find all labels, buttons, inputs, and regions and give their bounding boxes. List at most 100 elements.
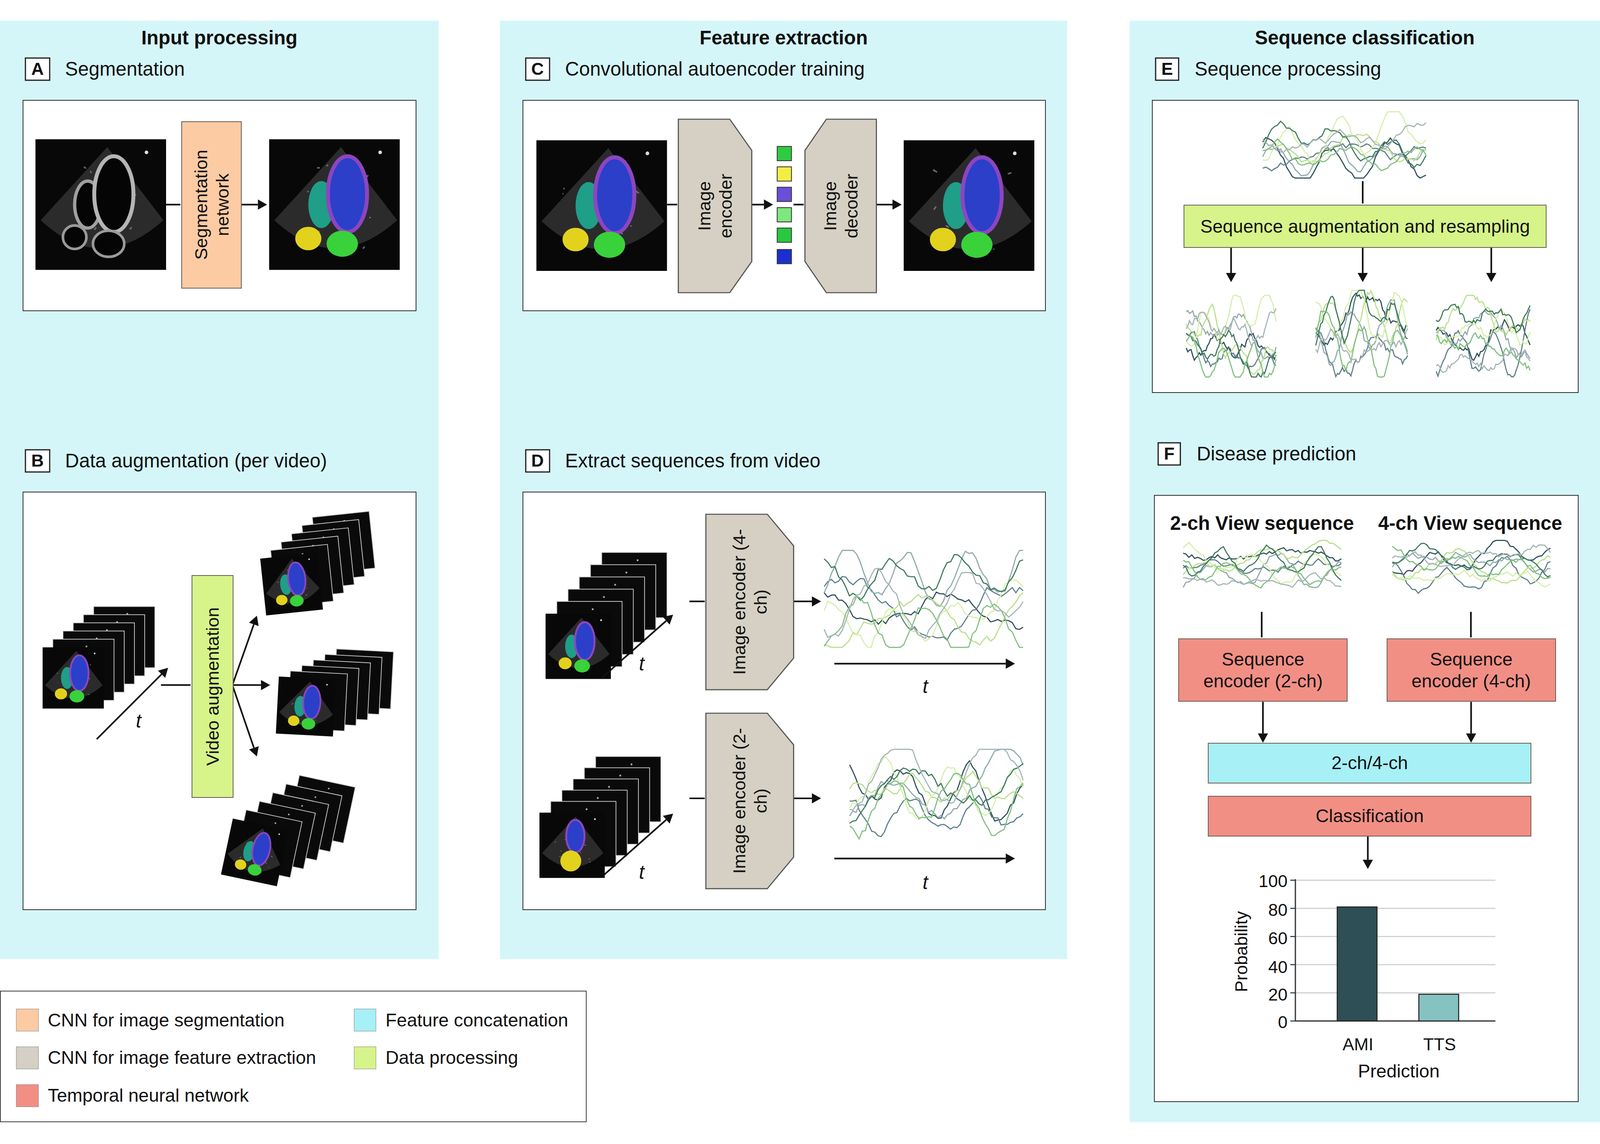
frame-dot (625, 571, 628, 574)
echo-speckle (589, 861, 591, 863)
text-label-holder: 40 (1268, 956, 1288, 978)
frame-dot (85, 645, 88, 648)
text-label-holder: t (922, 675, 928, 699)
illustration (522, 99, 1046, 311)
frame-dot (300, 804, 303, 807)
legend-swatch (16, 1084, 39, 1108)
echo-speckle (554, 841, 556, 843)
arrow-line (1490, 246, 1493, 274)
echo-speckle (287, 603, 288, 605)
sequence-trace (1186, 308, 1277, 346)
x-axis (1295, 1020, 1496, 1022)
sequence-trace (1436, 304, 1531, 333)
echo-marker (645, 151, 650, 156)
segment-la (289, 594, 305, 608)
segment-la (574, 659, 590, 673)
text-label: t (922, 870, 928, 895)
node-label: Image encoder (693, 154, 737, 257)
step-title: Segmentation (64, 57, 185, 81)
step-box: DExtract sequences from videoImage encod… (522, 491, 1046, 911)
sequence-trace (849, 749, 1024, 810)
node-label: Sequence encoder (4-ch) (1399, 648, 1543, 693)
encoder-shape-fill (705, 713, 794, 889)
echo-marker (326, 684, 328, 686)
axis-tick (1290, 879, 1296, 881)
arrowhead (1257, 733, 1269, 743)
text-label: t (922, 675, 928, 699)
echo-frame (42, 647, 104, 709)
text-label-holder: t (136, 709, 142, 733)
arrowhead (157, 668, 169, 679)
segment-ra (275, 594, 288, 606)
echo-speckle (559, 856, 561, 858)
arrow-line (1230, 246, 1233, 274)
echo-frame (539, 812, 605, 879)
sequence-trace (1183, 572, 1342, 588)
text-label: 2-ch View sequence (1169, 511, 1354, 536)
temporal-network-box: Sequence encoder (4-ch) (1386, 638, 1557, 702)
echo-speckle (90, 664, 91, 666)
latent-square (776, 187, 792, 202)
frame-dot (314, 796, 317, 799)
echo-frame (536, 140, 668, 272)
panel-letter: F (1157, 442, 1182, 466)
segment-la (961, 231, 993, 259)
frame-dot (596, 797, 599, 800)
panel-heading-holder: Input processing (141, 26, 298, 50)
text-label-holder: Probability (1231, 911, 1253, 993)
sequence-trace (1262, 122, 1427, 153)
sequence-trace (1392, 544, 1551, 567)
echo-speckle (584, 844, 587, 846)
latent-square (776, 228, 792, 243)
axis-tick (1290, 1020, 1296, 1022)
arrowhead (1362, 859, 1374, 869)
node-label: Video augmentation (201, 589, 224, 784)
echo-marker (594, 818, 596, 821)
latent-square (776, 207, 792, 222)
legend-label: CNN for image segmentation (47, 1009, 285, 1032)
arrow-line (666, 203, 678, 206)
text-label: 4-ch View sequence (1378, 511, 1563, 536)
axis-tick (1290, 964, 1296, 965)
panel-letter: B (25, 449, 51, 473)
panel-letter: D (524, 449, 551, 473)
sequence-trace (1186, 304, 1277, 375)
arrowhead (662, 813, 673, 824)
sequence-trace (1436, 319, 1531, 361)
echo-marker (144, 150, 148, 155)
video-stack (545, 552, 667, 680)
encoder-shape: Image encoder (2-ch) (705, 713, 794, 889)
decoder-shape: Image decoder (804, 119, 877, 293)
video-stack (256, 511, 379, 616)
encoder-outline (705, 713, 794, 889)
echo-speckle (933, 170, 935, 172)
encoder-shape: Image encoder (4-ch) (705, 514, 794, 690)
sequence-trace (849, 757, 1024, 820)
sequence-trace (1186, 295, 1277, 347)
echo-frame (268, 139, 400, 271)
node-label: Image decoder (819, 154, 863, 257)
text-label-holder: 2-ch View sequence (1169, 511, 1354, 536)
segment-ra (233, 858, 248, 872)
step-title-holder: Sequence processing (1194, 57, 1382, 81)
encoder-shape-fill (705, 514, 794, 690)
echo-frame (260, 552, 324, 616)
arrowhead (1005, 658, 1015, 669)
panel-letter: A (25, 57, 51, 81)
sequence-trace (1392, 570, 1551, 587)
encoder-outline (804, 119, 877, 293)
sequence-trace (824, 568, 1024, 639)
arrow-line (1361, 181, 1364, 204)
panel-letter: E (1155, 57, 1180, 81)
frame-dot (274, 822, 277, 825)
legend-swatch (353, 1008, 377, 1032)
step-title: Data augmentation (per video) (64, 449, 327, 473)
echo-frame (275, 676, 336, 737)
arrow-line (601, 820, 666, 878)
arrow-line (834, 663, 1006, 665)
arrowhead (811, 793, 821, 804)
segment-la (246, 863, 263, 878)
node-label: 2-ch/4-ch (1331, 751, 1409, 775)
step-box: ASegmentationSegmentation network (22, 99, 417, 312)
legend-label-holder: CNN for image feature extraction (47, 1047, 317, 1070)
